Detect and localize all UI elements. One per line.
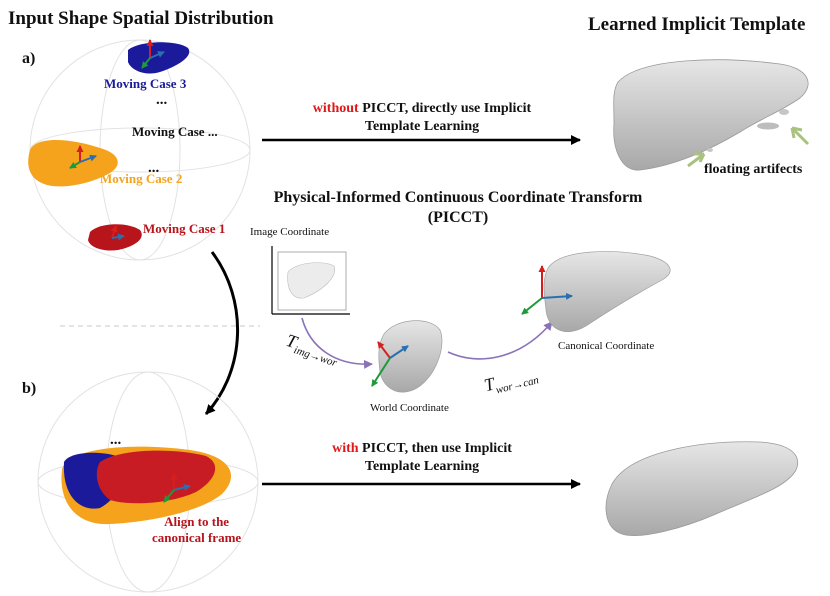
label-moving-case-ellipsis: Moving Case ... bbox=[132, 124, 218, 139]
ellipsis-3: ... bbox=[110, 432, 122, 448]
align-label-line2: canonical frame bbox=[152, 530, 242, 545]
picct-title: Physical-Informed Continuous Coordinate … bbox=[240, 188, 676, 228]
transform-arrow-img-wor bbox=[301, 317, 373, 369]
label-moving-case-3: Moving Case 3 bbox=[104, 76, 187, 91]
canonical-liver bbox=[521, 251, 671, 332]
curved-flow-arrow bbox=[204, 251, 239, 416]
liver-case2 bbox=[28, 140, 118, 187]
template-clean bbox=[605, 441, 798, 536]
panel-label-a: a) bbox=[22, 50, 36, 67]
align-label-line1: Align to the bbox=[164, 514, 230, 529]
aligned-livers bbox=[61, 446, 232, 525]
liver-case1 bbox=[88, 224, 142, 251]
ellipsis-2: ... bbox=[148, 160, 160, 176]
label-moving-case-2: Moving Case 2 bbox=[100, 171, 183, 186]
bottom-caption-rest: PICCT, then use Implicit bbox=[358, 441, 512, 456]
world-liver bbox=[371, 320, 443, 393]
top-caption-highlight: without bbox=[312, 101, 359, 116]
transform-arrow-wor-can bbox=[447, 321, 553, 360]
image-coordinate-label: Image Coordinate bbox=[250, 226, 330, 238]
top-caption-line2: Template Learning bbox=[364, 119, 480, 134]
align-label: Align to the canonical frame bbox=[152, 514, 241, 546]
liver-case3 bbox=[128, 39, 190, 74]
label-moving-case-1: Moving Case 1 bbox=[143, 221, 226, 236]
bottom-arrow-caption: with PICCT, then use Implicit Template L… bbox=[272, 440, 572, 476]
panel-label-b: b) bbox=[22, 380, 37, 397]
top-arrow-caption: without PICCT, directly use Implicit Tem… bbox=[272, 100, 572, 136]
header-input-distribution: Input Shape Spatial Distribution bbox=[8, 8, 274, 29]
artifact-pointer-2 bbox=[687, 152, 706, 168]
template-with-artifacts bbox=[613, 59, 810, 171]
world-coordinate-label: World Coordinate bbox=[370, 402, 449, 414]
header-learned-template: Learned Implicit Template bbox=[588, 14, 806, 35]
picct-title-line1: Physical-Informed Continuous Coordinate … bbox=[273, 189, 643, 206]
top-caption-rest: PICCT, directly use Implicit bbox=[358, 101, 532, 116]
bottom-caption-line2: Template Learning bbox=[364, 459, 480, 474]
canonical-coordinate-label: Canonical Coordinate bbox=[558, 340, 655, 352]
image-coordinate-frame bbox=[271, 246, 350, 315]
artifact-pointer-1 bbox=[790, 126, 810, 146]
bottom-caption-highlight: with bbox=[332, 441, 359, 456]
ellipsis-1: ... bbox=[156, 92, 168, 108]
picct-title-line2: (PICCT) bbox=[427, 209, 489, 226]
floating-artifacts-label: floating artifects bbox=[704, 162, 803, 177]
